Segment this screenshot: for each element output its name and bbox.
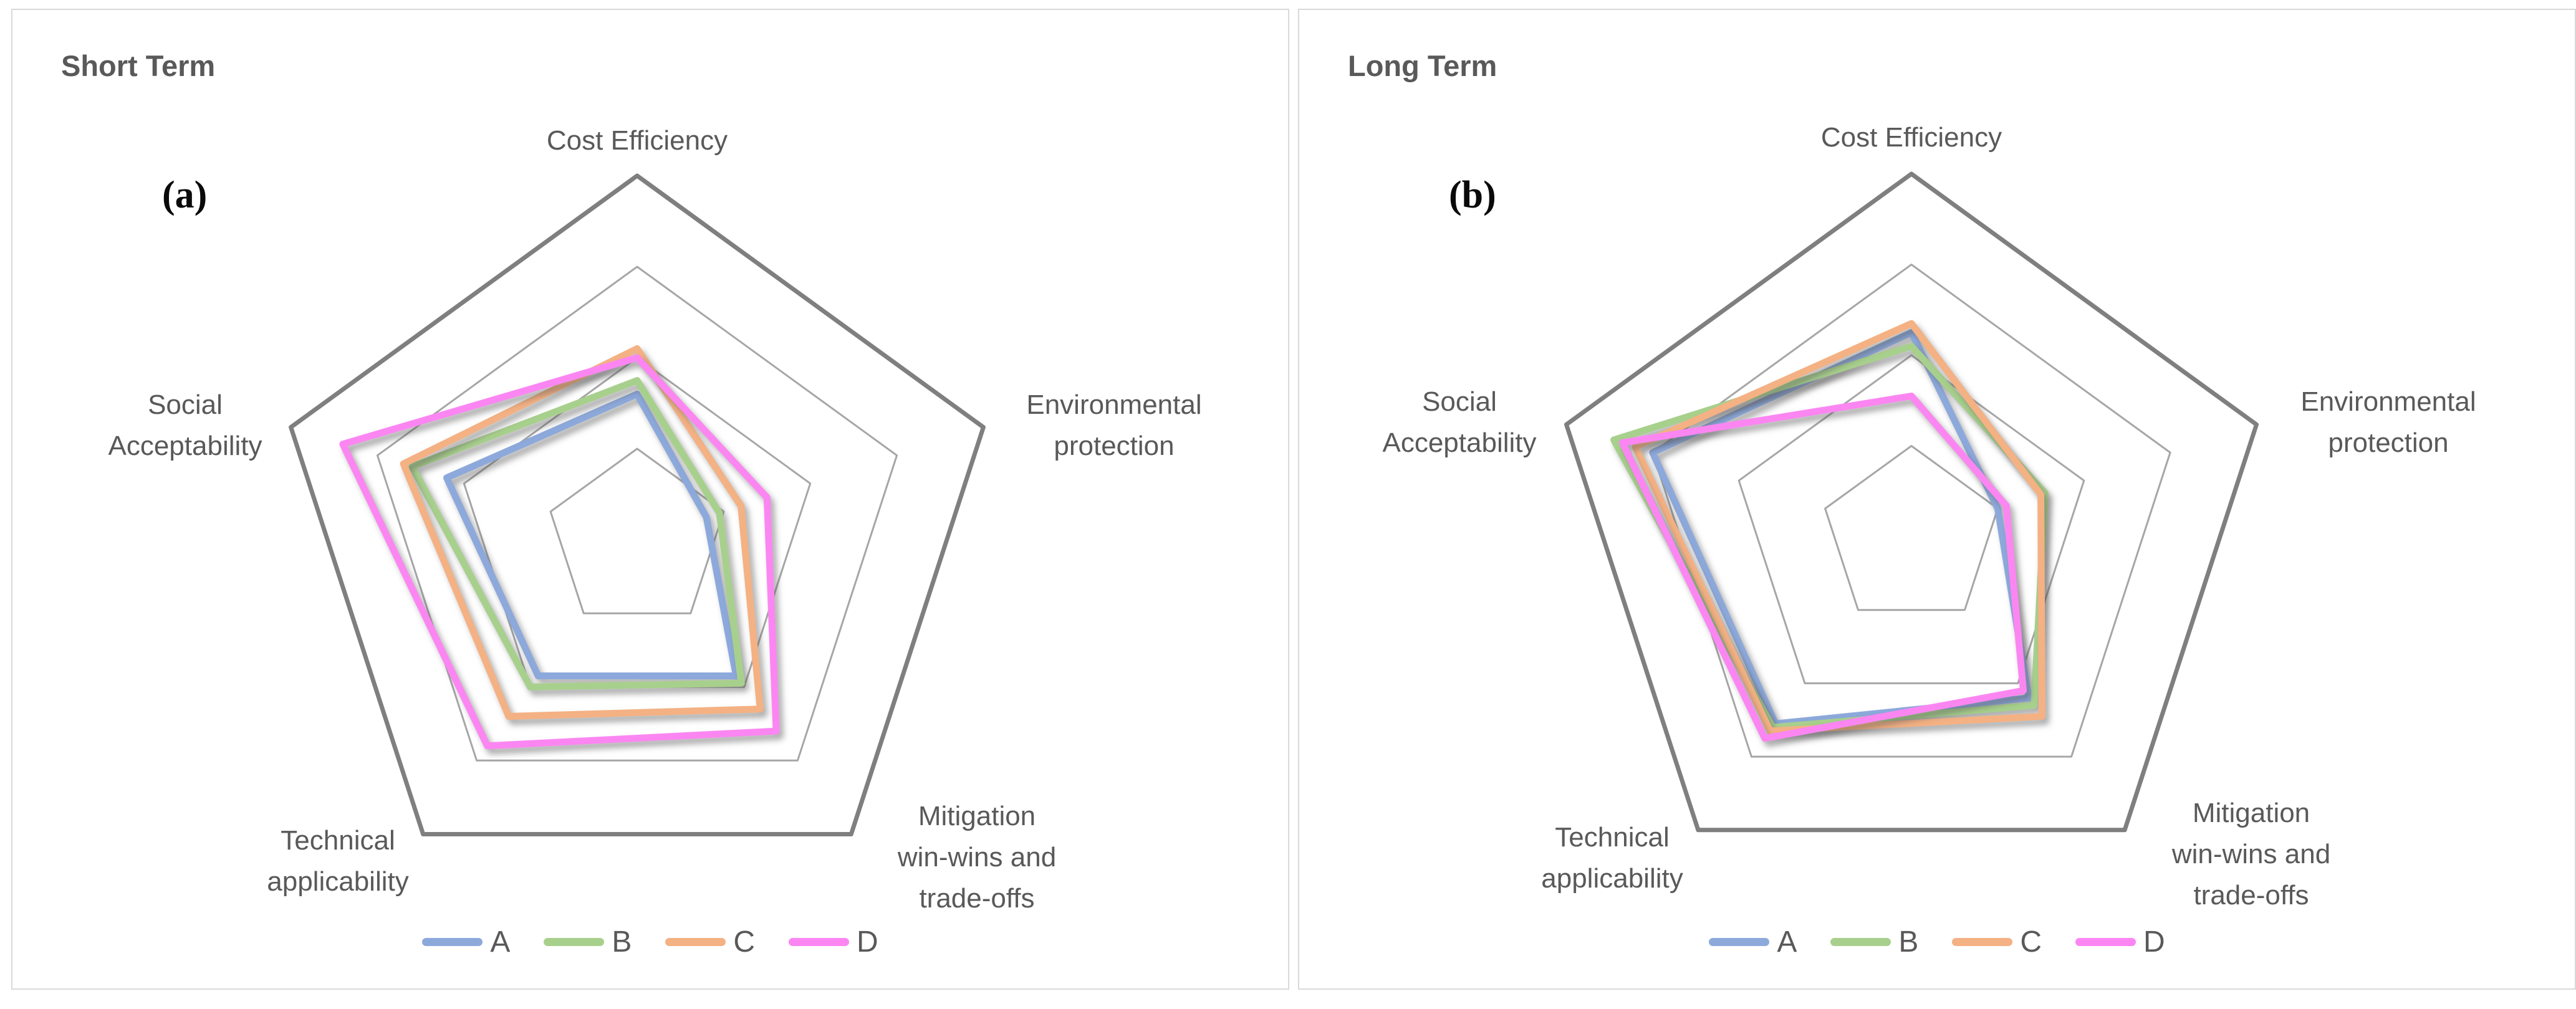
axis-label-line: Cost Efficiency [546, 125, 728, 156]
axis-label-line: Technical [1555, 822, 1670, 853]
legend-label-B: B [612, 925, 632, 959]
axis-label-line: trade-offs [919, 883, 1035, 914]
radar-chart-long-term [1564, 171, 2259, 833]
axis-label-line: Social [148, 390, 223, 420]
axis-label-mitigation-win-wins-and-trade-offs: Mitigation win-wins and trade-offs [2172, 793, 2330, 916]
legend-label-D: D [2143, 925, 2165, 959]
legend-long-term: A B C D [1299, 925, 2575, 959]
legend-swatch-B [1830, 938, 1891, 946]
gridline-ring-1 [1824, 445, 1999, 611]
axis-label-line: Social [1422, 386, 1497, 417]
legend-label-C: C [2020, 925, 2042, 959]
gridline-ring-2 [1737, 354, 2085, 684]
legend-label-C: C [733, 925, 756, 959]
series-A-polygon [1649, 329, 2032, 727]
axis-label-line: protection [1054, 431, 1175, 461]
axis-label-line: applicability [1541, 863, 1683, 894]
series-C-polygon [1632, 320, 2045, 735]
legend-item-A: A [1709, 925, 1797, 959]
panel-label-b: (b) [1449, 174, 1496, 216]
axis-label-line: protection [2328, 428, 2449, 458]
axis-label-line: Environmental [1026, 390, 1202, 420]
axis-label-line: Mitigation [2192, 798, 2310, 828]
axis-label-line: Environmental [2300, 386, 2476, 417]
legend-label-D: D [857, 925, 878, 959]
axis-label-line: applicability [267, 866, 409, 897]
axis-label-line: Acceptability [108, 431, 262, 461]
outer-pentagon [289, 173, 986, 836]
axis-label-line: Cost Efficiency [1820, 122, 2002, 153]
legend-label-A: A [490, 925, 511, 959]
legend-swatch-B [544, 938, 605, 946]
axis-label-line: win-wins and [897, 842, 1057, 873]
legend-swatch-A [422, 938, 483, 946]
legend-item-D: D [2075, 925, 2165, 959]
legend-swatch-C [665, 938, 726, 946]
legend-item-B: B [1830, 925, 1918, 959]
axis-label-technical-applicability: Technical applicability [1541, 817, 1683, 899]
axis-label-line: Technical [281, 825, 395, 856]
axis-label-line: Acceptability [1382, 428, 1537, 458]
legend-item-D: D [789, 925, 878, 959]
series-D-polygon [339, 354, 780, 750]
outer-pentagon [1564, 171, 2259, 833]
axis-label-line: Mitigation [918, 801, 1036, 831]
legend-swatch-C [1952, 938, 2013, 946]
legend-item-A: A [422, 925, 510, 959]
legend-label-A: A [1777, 925, 1797, 959]
series-B-polygon [408, 377, 745, 691]
legend-short-term: A B C D [12, 925, 1288, 959]
legend-swatch-A [1709, 938, 1770, 946]
axis-label-environmental-protection: Environmental protection [2300, 381, 2476, 464]
legend-item-B: B [544, 925, 632, 959]
chart-title-long-term: Long Term [1348, 49, 1497, 82]
axis-label-cost-efficiency: Cost Efficiency [1821, 117, 2002, 158]
axis-label-line: trade-offs [2193, 880, 2309, 911]
series-C-polygon [400, 345, 764, 720]
axis-label-mitigation-win-wins-and-trade-offs: Mitigation win-wins and trade-offs [898, 796, 1056, 919]
legend-swatch-D [2075, 938, 2136, 946]
panel-label-a: (a) [162, 174, 208, 216]
radar-chart-short-term [289, 173, 986, 836]
legend-label-B: B [1898, 925, 1919, 959]
axis-label-technical-applicability: Technical applicability [267, 820, 408, 902]
axis-label-environmental-protection: Environmental protection [1026, 385, 1201, 467]
series-D-polygon [1618, 393, 2027, 742]
series-A-polygon [443, 390, 740, 679]
legend-item-C: C [1952, 925, 2042, 959]
legend-item-C: C [665, 925, 755, 959]
chart-title-short-term: Short Term [61, 49, 216, 82]
axis-label-cost-efficiency: Cost Efficiency [547, 120, 728, 161]
axis-label-line: win-wins and [2171, 839, 2331, 869]
legend-swatch-D [789, 938, 850, 946]
